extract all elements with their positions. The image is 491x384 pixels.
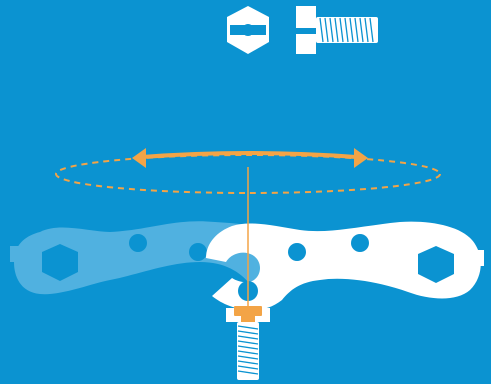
orange-nut-icon [234,306,262,322]
rotation-arrow-icon [132,148,368,168]
bolt-icon [296,6,378,54]
wrench-icon [206,221,484,310]
hex-nut-icon [227,6,269,54]
